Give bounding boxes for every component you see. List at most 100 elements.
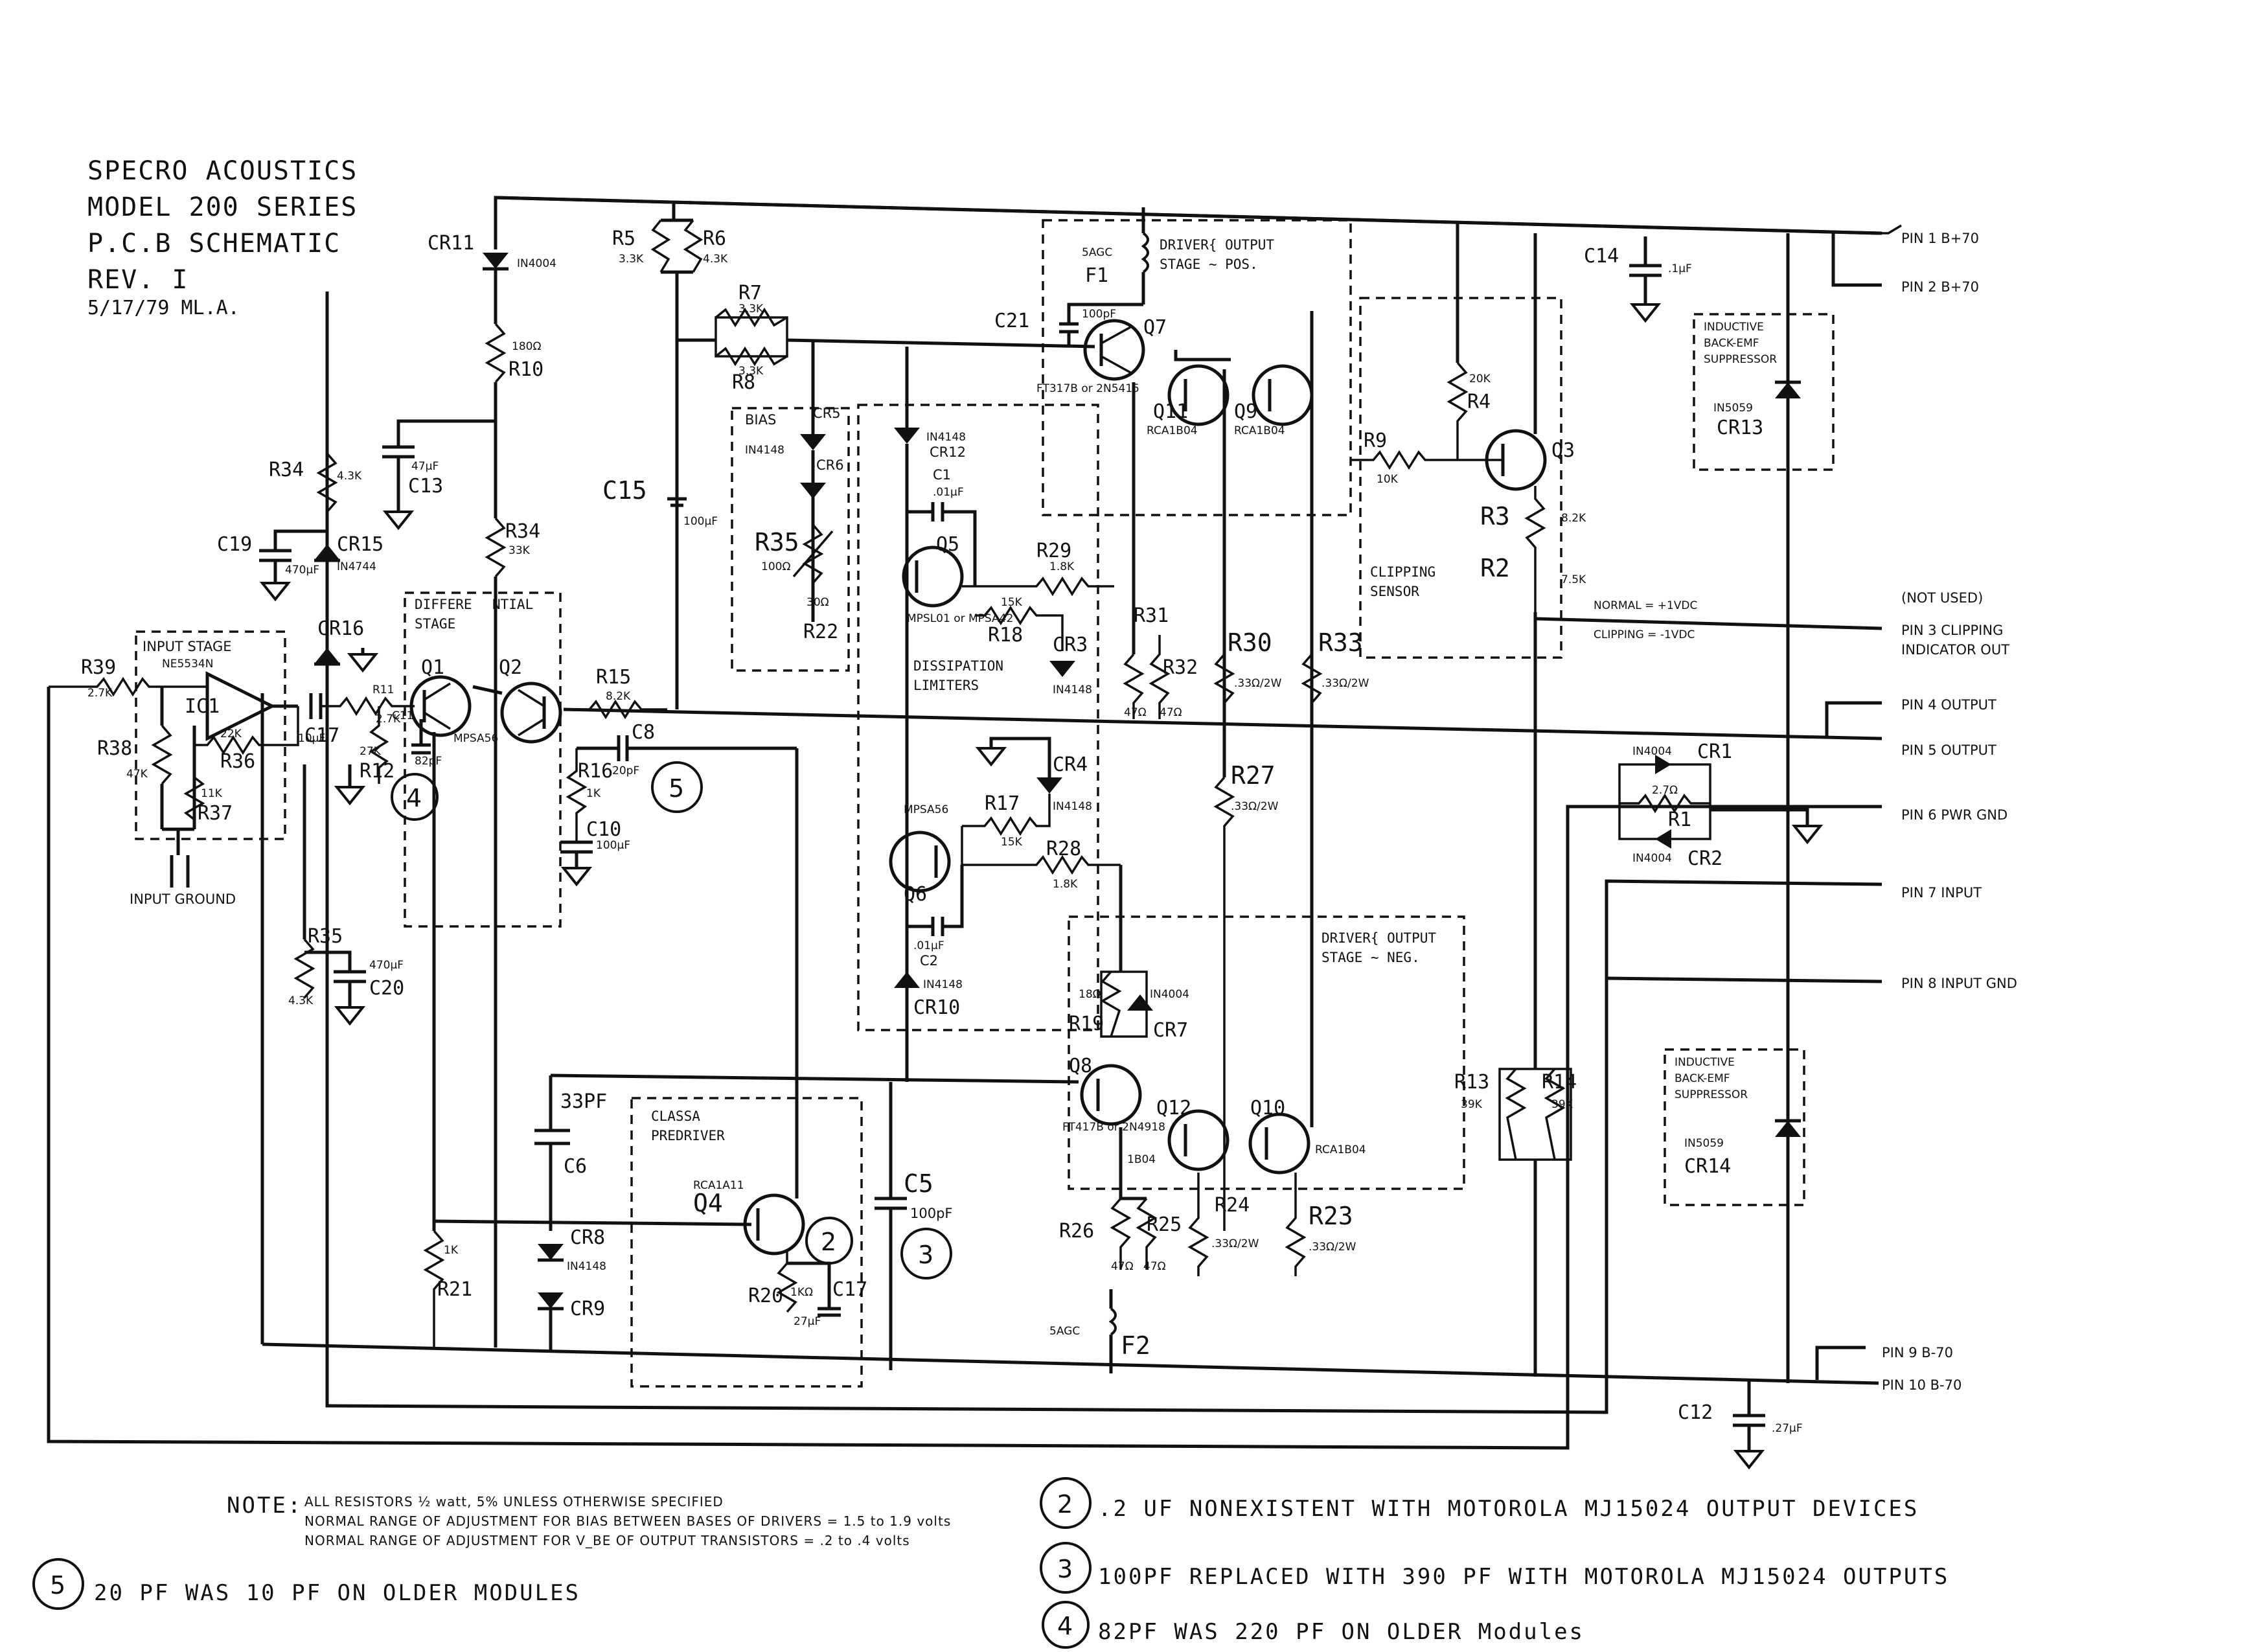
connector-pins: PIN 1 B+70 PIN 2 B+70 (NOT USED) PIN 3 C… [1815, 224, 2017, 1393]
note-marker-2-circle [1040, 1477, 1092, 1529]
svg-text:MPSL01 or MPSA42: MPSL01 or MPSA42 [907, 612, 1013, 625]
r31-label: R31 [1134, 604, 1169, 627]
c12-label: C12 [1678, 1401, 1713, 1424]
marker-4-circle [391, 773, 439, 821]
r12-resistor-icon [369, 706, 389, 784]
r13-resistor-icon [1505, 1068, 1527, 1160]
clipping-sensor-box [1359, 297, 1562, 659]
r1-label: R1 [1668, 809, 1691, 831]
svg-text:1K: 1K [586, 787, 601, 800]
r11-resistor-icon [321, 696, 415, 717]
r30-label: R30 [1228, 628, 1272, 657]
cr16-zener-icon [314, 648, 340, 664]
r10-resistor-icon [485, 323, 507, 384]
r9-label: R9 [1364, 430, 1387, 452]
r7-label: R7 [738, 282, 762, 304]
r27-resistor-icon [1213, 776, 1235, 1231]
dissipation-label-1: DISSIPATION [913, 658, 1003, 674]
svg-text:MPSA56: MPSA56 [904, 803, 948, 816]
svg-text:5AGC: 5AGC [1082, 246, 1112, 259]
svg-text:RCA1B04: RCA1B04 [1315, 1143, 1366, 1156]
r11-label: R11 [372, 683, 394, 696]
svg-text:SUPPRESSOR: SUPPRESSOR [1704, 353, 1777, 366]
title-model: MODEL 200 SERIES [87, 192, 358, 222]
svg-text:3: 3 [1057, 1555, 1073, 1583]
title-revision: REV. I [87, 265, 189, 295]
pin-2-label: PIN 2 B+70 [1901, 279, 1979, 295]
cr7-label: CR7 [1153, 1019, 1188, 1042]
r35-pot-icon [802, 523, 824, 584]
cr15-zener-icon [314, 544, 340, 560]
svg-text:20pF: 20pF [612, 764, 639, 777]
svg-text:BACK-EMF: BACK-EMF [1675, 1072, 1730, 1085]
pin-4-label: PIN 4 OUTPUT [1901, 697, 1996, 713]
cr3-label: CR3 [1053, 634, 1088, 656]
r8-label: R8 [732, 371, 755, 394]
svg-text:.33Ω/2W: .33Ω/2W [1234, 677, 1282, 690]
svg-text:4: 4 [1057, 1612, 1073, 1640]
cr9-label: CR9 [570, 1298, 605, 1320]
marker-5-circle [651, 761, 703, 813]
pin-9-label: PIN 9 B-70 [1882, 1345, 1953, 1360]
r24-resistor-icon [1187, 1173, 1209, 1276]
pin-5-label: PIN 5 OUTPUT [1901, 742, 1996, 758]
note-3-text: 100PF REPLACED WITH 390 PF WITH MOTOROLA… [1098, 1564, 1949, 1590]
cr1-diode-icon [1655, 755, 1671, 774]
c17-label: C17 [304, 724, 339, 747]
clipping-sensor-section: CLIPPING SENSOR 20K R4 R9 10K Q3 R3 8.2K… [1351, 224, 1882, 1383]
svg-text:IN5059: IN5059 [1684, 1137, 1724, 1150]
r28-label: R28 [1046, 838, 1081, 860]
c1-label: C1 [933, 467, 951, 483]
r12-ground-icon [334, 786, 366, 806]
c15-label: C15 [602, 476, 647, 505]
r25-resistor-icon [1136, 1197, 1158, 1270]
svg-text:.01μF: .01μF [933, 486, 964, 499]
r29-label: R29 [1036, 540, 1071, 562]
r19-label: R19 [1069, 1013, 1104, 1035]
ic1-label: IC1 [185, 695, 220, 718]
r31-resistor-icon [1123, 653, 1145, 719]
cr5-label: CR5 [813, 406, 841, 421]
c11-label: C11 [392, 709, 414, 722]
svg-text:.27μF: .27μF [1772, 1422, 1803, 1435]
svg-text:1KΩ: 1KΩ [790, 1286, 813, 1299]
pwr-ground-icon [1791, 825, 1824, 845]
svg-text:100μF: 100μF [596, 839, 630, 852]
svg-text:100pF: 100pF [910, 1206, 953, 1221]
c8-label: C8 [632, 721, 655, 744]
r25-label: R25 [1147, 1213, 1182, 1236]
svg-text:IN4744: IN4744 [337, 560, 376, 573]
note-line-2: NORMAL RANGE OF ADJUSTMENT FOR BIAS BETW… [304, 1513, 951, 1529]
cr5-diode-icon [800, 434, 826, 450]
c6-label: C6 [564, 1155, 587, 1178]
cr10-diode-icon [894, 972, 920, 988]
ground-wire-loop [325, 292, 1882, 1414]
svg-text:47Ω: 47Ω [1124, 706, 1147, 719]
back-emf-box-upper [1693, 313, 1835, 471]
svg-text:47Ω: 47Ω [1143, 1260, 1166, 1273]
c20-ground-icon [334, 1006, 366, 1026]
q9-label: Q9 [1234, 400, 1257, 423]
svg-text:100μF: 100μF [683, 515, 718, 528]
note-marker-4-circle [1042, 1601, 1090, 1649]
r16-resistor-icon [566, 748, 588, 842]
svg-text:RCA1B04: RCA1B04 [1234, 424, 1285, 437]
svg-text:PREDRIVER: PREDRIVER [651, 1128, 725, 1143]
f1-fuse-icon [1141, 232, 1149, 273]
cr12-label: CR12 [930, 444, 966, 460]
r38-resistor-icon [151, 724, 173, 785]
q2-label: Q2 [499, 656, 522, 679]
svg-text:.33Ω/2W: .33Ω/2W [1231, 800, 1279, 813]
note-4-text: 82PF WAS 220 PF ON OLDER Modules [1098, 1619, 1584, 1645]
r23-resistor-icon [1285, 1173, 1307, 1276]
input-stage-box [135, 630, 286, 840]
svg-text:LIMITERS: LIMITERS [913, 678, 979, 693]
c13-label: C13 [408, 475, 443, 498]
clipping-note: CLIPPING = -1VDC [1594, 628, 1695, 641]
svg-text:47K: 47K [126, 768, 148, 781]
r32-resistor-icon [1149, 635, 1171, 719]
svg-text:33K: 33K [509, 544, 531, 557]
title-block: SPECRO ACOUSTICS MODEL 200 SERIES P.C.B … [87, 156, 358, 319]
r9-resistor-icon [1351, 450, 1503, 470]
svg-text:2.7K: 2.7K [376, 713, 401, 726]
